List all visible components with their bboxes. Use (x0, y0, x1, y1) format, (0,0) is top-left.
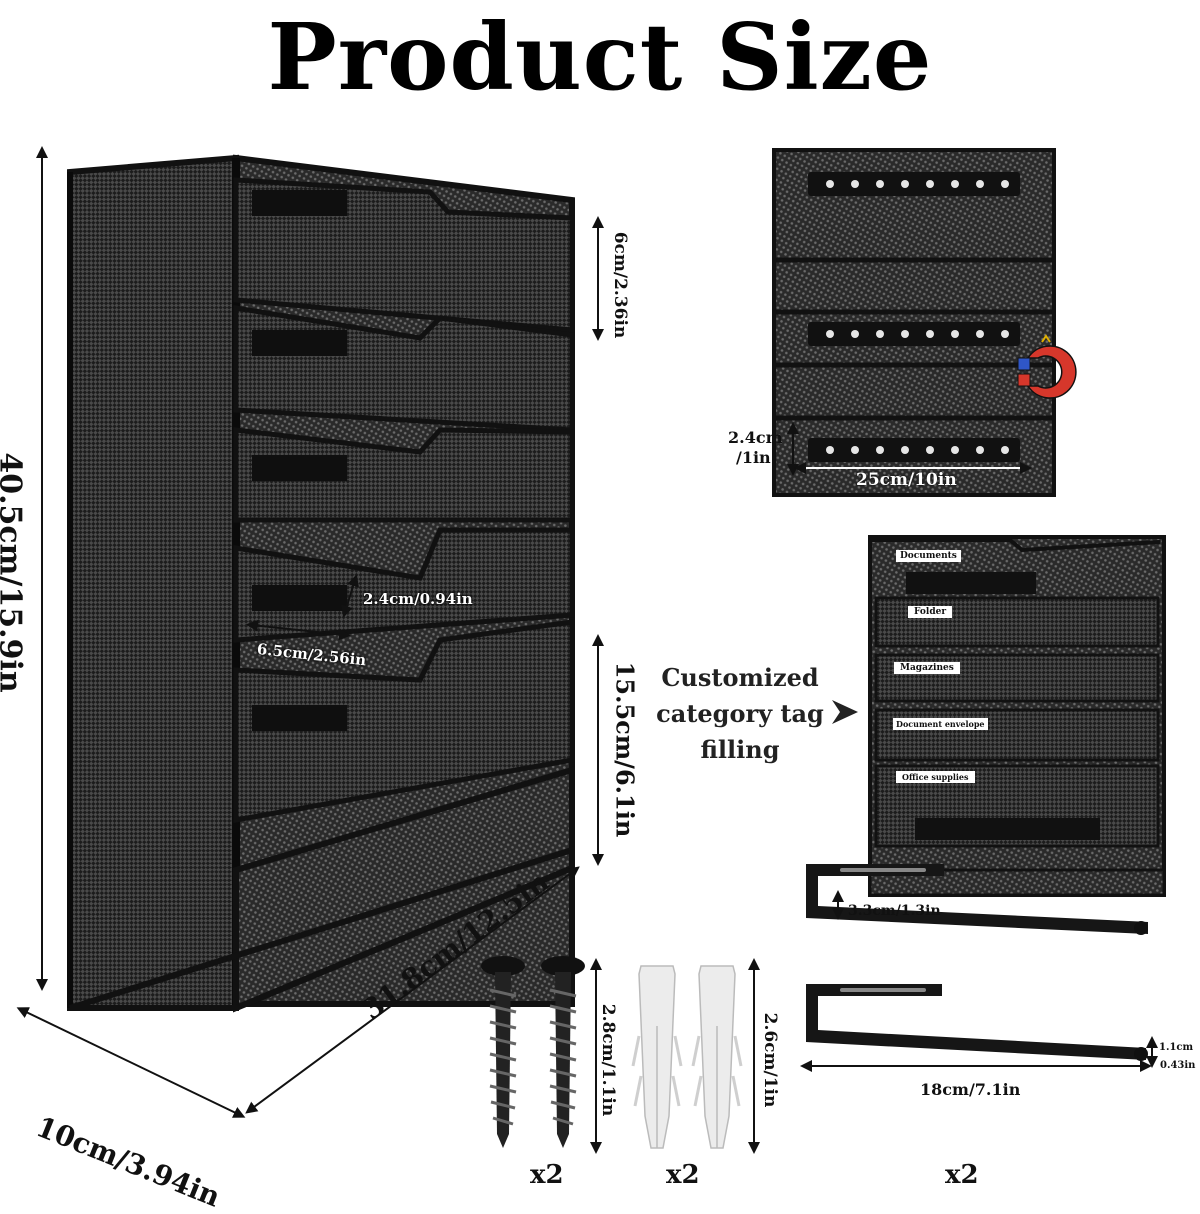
tag-office-supplies: Office supplies (896, 771, 975, 783)
slot-gap-label: 6cm/2.36in (610, 231, 630, 339)
strip-width-label: 25cm/10in (856, 470, 957, 490)
back-view-rack (772, 148, 1077, 497)
tag-folder: Folder (908, 606, 953, 618)
hook-thickness-cm-label: 1.1cm (1159, 1042, 1194, 1053)
hook-drop-label: 3.3cm/1.3in (848, 903, 941, 919)
wall-hooks (800, 864, 1158, 1072)
tag-documents: Documents (896, 550, 961, 562)
strip-height-in-label: /1in (736, 448, 771, 467)
strip-height-cm-label: 2.4cm (728, 428, 783, 447)
magnet-strip (808, 172, 1020, 462)
page-title: Product Size (267, 3, 933, 111)
main-file-rack (67, 154, 575, 1013)
pointer-arrow-icon (832, 700, 858, 724)
rack-pockets (233, 177, 575, 823)
hook-length-label: 18cm/7.1in (920, 1080, 1021, 1099)
anchor-length-label: 2.6cm/1in (760, 1012, 780, 1108)
magnet-icon (1017, 334, 1077, 399)
screw-qty-label: x2 (530, 1160, 564, 1190)
screws (481, 956, 602, 1154)
screw-length-label: 2.8cm/1.1in (598, 1003, 618, 1117)
wall-anchors (631, 958, 760, 1154)
tag-document-envelope: Document envelope (893, 718, 988, 730)
anchor-qty-label: x2 (666, 1160, 700, 1190)
rack-height-label: 40.5cm/15.9in (0, 452, 28, 693)
lower-section-label: 15.5cm/6.1in (610, 661, 640, 838)
main-rack-dimensions (16, 146, 604, 1118)
tag-magazines: Magazines (894, 662, 960, 674)
tag-caption: Customized category tag filling (656, 663, 824, 764)
tag-slot-height-label: 2.4cm/0.94in (363, 590, 473, 608)
rack-side-panel (67, 154, 239, 1011)
hook-thickness-in-label: 0.43in (1160, 1060, 1196, 1071)
tag-view-rack (832, 535, 1166, 897)
hook-qty-label: x2 (945, 1160, 979, 1190)
